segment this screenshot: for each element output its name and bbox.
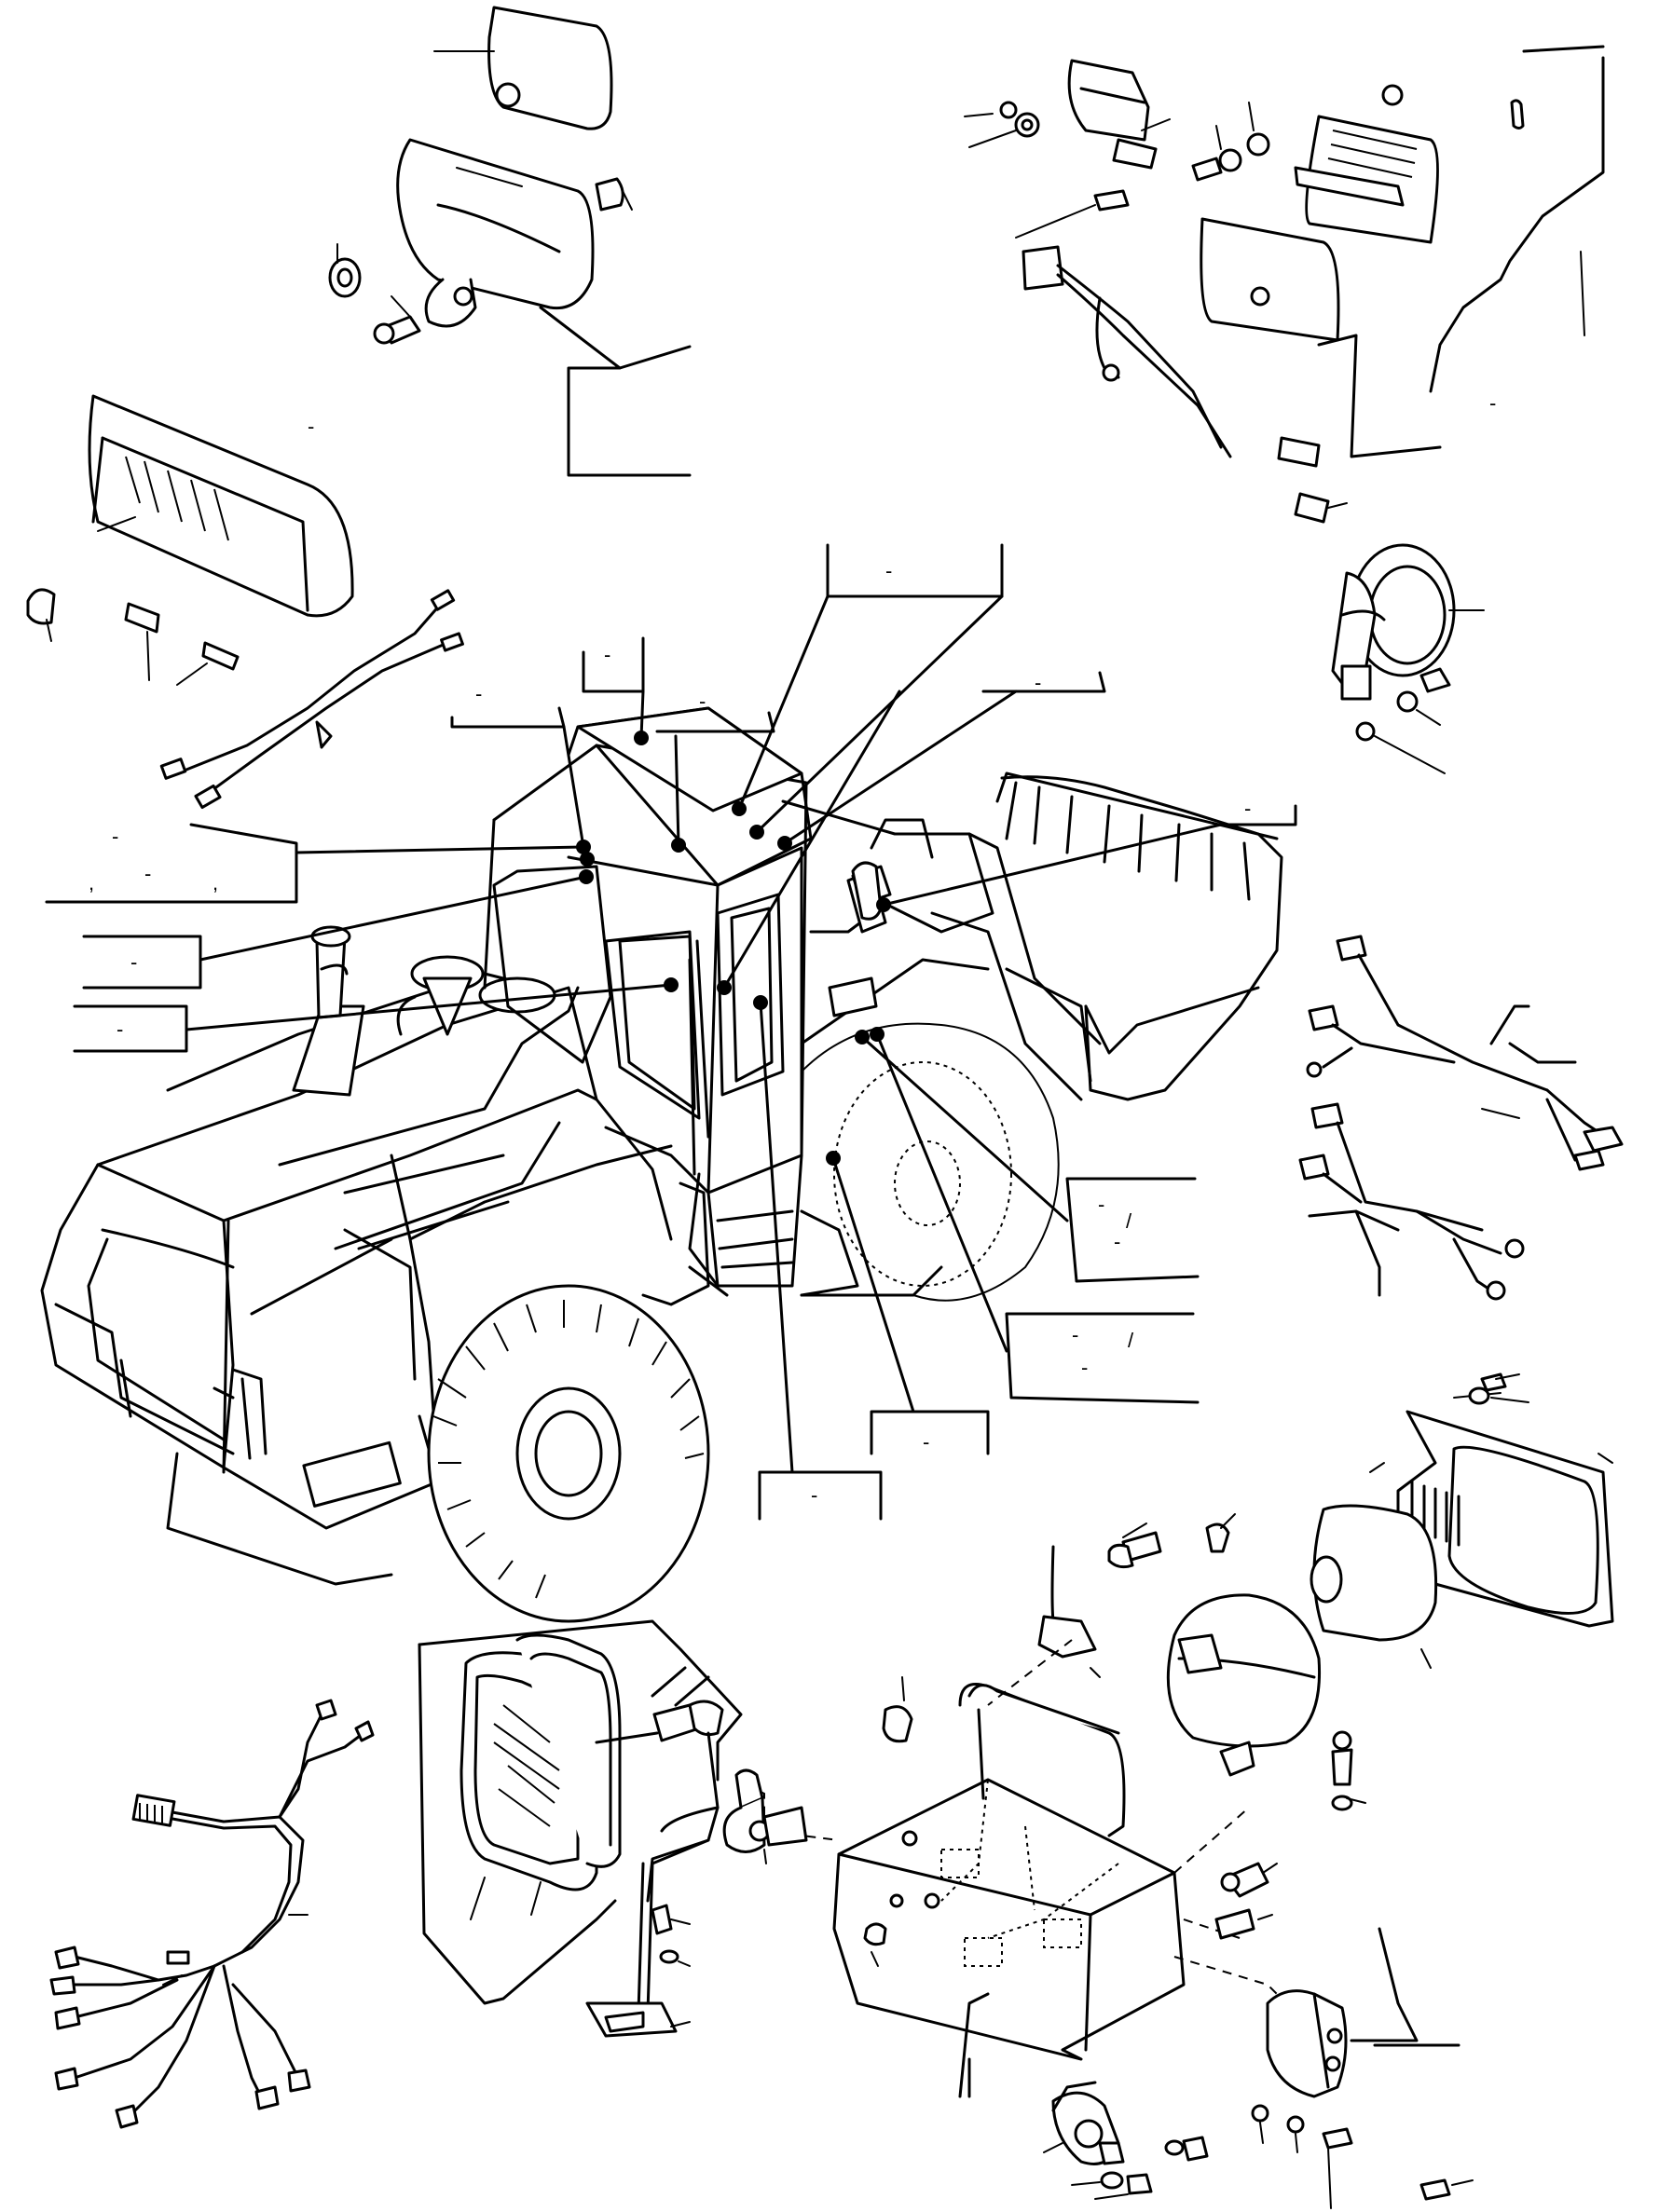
label-4: -: [885, 559, 892, 582]
label-16: -: [811, 1483, 817, 1507]
label-11: -: [1098, 1193, 1104, 1216]
label-18: -: [1489, 391, 1496, 415]
label-3: -: [699, 690, 706, 713]
mark-4: /: [1128, 1329, 1134, 1352]
work-lamp-assembly: [330, 7, 690, 475]
label-13: -: [1072, 1323, 1078, 1346]
main-harness: [51, 1700, 373, 2127]
mark-2: ,: [213, 871, 218, 894]
label-10: -: [117, 1017, 123, 1041]
mirror-lamp-assembly: [419, 1621, 806, 2036]
label-1: -: [604, 643, 610, 666]
leader-lines: [47, 545, 1296, 1519]
label-7: -: [112, 825, 118, 848]
rear-combination-lamp: [28, 396, 462, 808]
relay-fuse-assembly: [965, 47, 1603, 522]
mark-3: /: [1126, 1209, 1132, 1233]
label-9: -: [130, 950, 137, 974]
label-17: -: [308, 415, 314, 438]
label-8: -: [144, 862, 151, 885]
label-14: -: [1081, 1356, 1088, 1379]
marker-lamp-assembly: [1044, 1929, 1473, 2208]
horn-assembly: [1333, 545, 1484, 773]
labels: - - - - - - - - - - - - - - - - - - , , …: [89, 391, 1496, 1507]
lamp-harnesses: [1300, 936, 1622, 1299]
lamp-box-assembly: [746, 1640, 1286, 2096]
mark-1: ,: [89, 871, 94, 894]
headlamp-assembly: [1039, 1374, 1612, 1809]
label-15: -: [923, 1430, 929, 1454]
label-12: -: [1114, 1230, 1120, 1253]
label-6: -: [1244, 797, 1251, 820]
label-2: -: [475, 682, 482, 705]
wheel-loader-body: [42, 708, 1282, 1621]
label-5: -: [1035, 671, 1041, 694]
